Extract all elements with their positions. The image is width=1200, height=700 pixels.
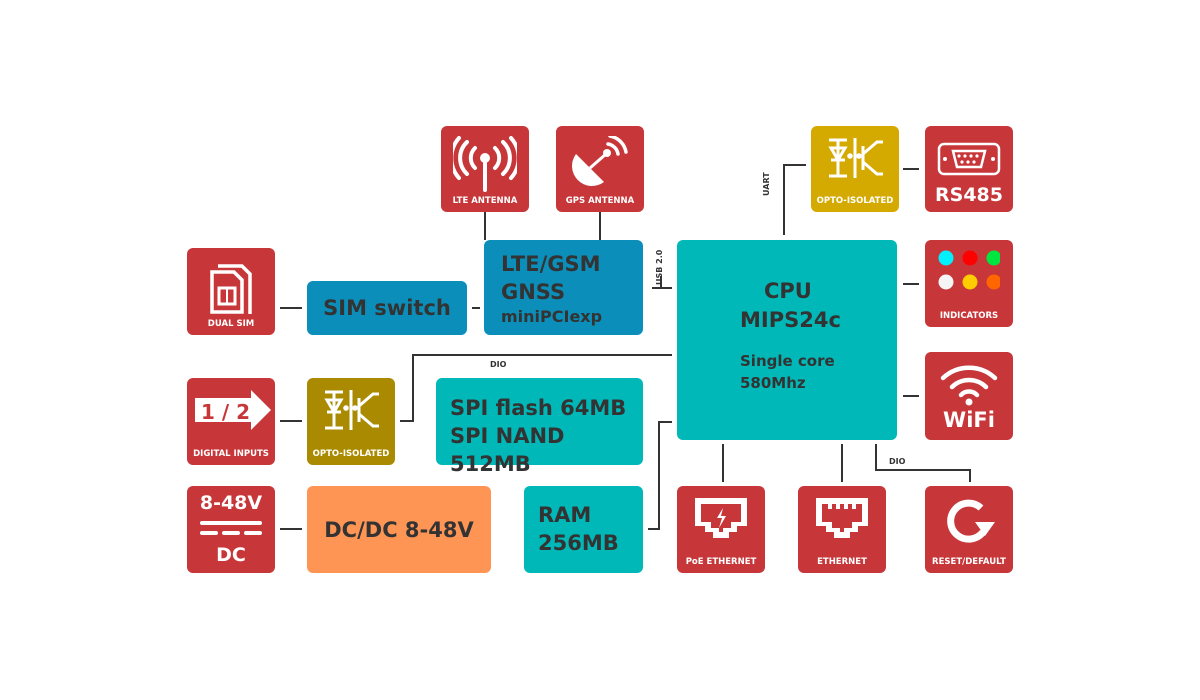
indicators-label: INDICATORS	[939, 311, 999, 321]
led-indicators-icon	[938, 250, 1000, 290]
modem-block: LTE/GSM GNSS miniPCIexp	[484, 240, 643, 335]
modem-line2: GNSS	[501, 280, 566, 304]
ram-line2: 256MB	[538, 531, 619, 555]
ethernet-label: ETHERNET	[817, 557, 867, 567]
cpu-line3: Single core	[740, 352, 835, 370]
antenna-icon	[453, 136, 517, 192]
wifi-label: WiFi	[943, 408, 995, 432]
reset-default-label: RESET/DEFAULT	[932, 557, 1006, 567]
lte-antenna-label: LTE ANTENNA	[452, 196, 518, 206]
input-arrow-icon	[195, 390, 271, 430]
led-dot	[938, 250, 954, 266]
sim-switch-block: SIM switch	[307, 281, 467, 335]
led-dot	[986, 274, 1000, 290]
power-input-block: 8-48V DC	[187, 486, 275, 573]
opto-bottom-label: OPTO-ISOLATED	[312, 449, 390, 459]
led-dot	[986, 250, 1000, 266]
rs485-label: RS485	[935, 184, 1003, 206]
optocoupler-icon	[324, 390, 379, 430]
poe-ethernet-label: PoE ETHERNET	[685, 557, 757, 567]
opto-isolated-bottom-block: OPTO-ISOLATED	[307, 378, 395, 465]
reset-default-block: RESET/DEFAULT	[925, 486, 1013, 573]
power-type-label: DC	[216, 544, 246, 566]
wifi-block: WiFi	[925, 352, 1013, 440]
input-2-text: 2	[236, 400, 251, 424]
dcdc-label: DC/DC 8-48V	[324, 517, 474, 542]
led-dot	[938, 274, 954, 290]
gps-antenna-label: GPS ANTENNA	[565, 196, 635, 206]
ethernet-block: ETHERNET	[798, 486, 886, 573]
sim-switch-label: SIM switch	[323, 296, 451, 320]
ram-line1: RAM	[538, 503, 592, 527]
satellite-dish-icon	[572, 136, 628, 186]
digital-inputs-label: DIGITAL INPUTS	[193, 449, 269, 459]
sim-card-icon	[210, 264, 252, 314]
ethernet-port-icon	[816, 498, 868, 538]
dc-symbol-icon	[200, 521, 262, 535]
gps-antenna-block: GPS ANTENNA	[556, 126, 644, 212]
lte-antenna-block: LTE ANTENNA	[441, 126, 529, 212]
flash-block: SPI flash 64MB SPI NAND 512MB	[436, 378, 643, 476]
opto-top-label: OPTO-ISOLATED	[816, 196, 894, 206]
ram-block: RAM 256MB	[524, 486, 643, 573]
dio-label-left: DIO	[490, 360, 507, 369]
flash-line2: SPI NAND 512MB	[450, 424, 565, 476]
reset-icon	[947, 499, 995, 543]
uart-label: UART	[762, 172, 771, 196]
input-1-text: 1	[201, 400, 215, 424]
dual-sim-label: DUAL SIM	[207, 319, 255, 329]
cpu-line1: CPU	[764, 279, 812, 303]
poe-ethernet-port-icon	[695, 498, 747, 538]
indicators-block: INDICATORS	[925, 240, 1013, 327]
poe-ethernet-block: PoE ETHERNET	[677, 486, 765, 573]
usb-label: USB 2.0	[655, 249, 664, 285]
optocoupler-icon	[828, 138, 883, 178]
modem-line1: LTE/GSM	[501, 252, 601, 276]
dio-label-right: DIO	[889, 457, 906, 466]
opto-isolated-top-block: OPTO-ISOLATED	[811, 126, 899, 212]
cpu-line4: 580Mhz	[740, 374, 806, 392]
power-voltage-label: 8-48V	[199, 492, 263, 514]
flash-line1: SPI flash 64MB	[450, 396, 627, 420]
led-dot	[962, 250, 978, 266]
cpu-line2: MIPS24c	[740, 308, 841, 332]
wifi-icon	[940, 365, 998, 406]
dcdc-block: DC/DC 8-48V	[307, 486, 491, 573]
serial-port-icon	[937, 142, 1001, 176]
rs485-block: RS485	[925, 126, 1013, 212]
cpu-block: CPU MIPS24c Single core 580Mhz	[677, 240, 897, 440]
led-dot	[962, 274, 978, 290]
modem-line3: miniPCIexp	[501, 307, 603, 326]
dual-sim-block: DUAL SIM	[187, 248, 275, 335]
digital-inputs-block: 1 / 2 DIGITAL INPUTS	[187, 378, 275, 465]
